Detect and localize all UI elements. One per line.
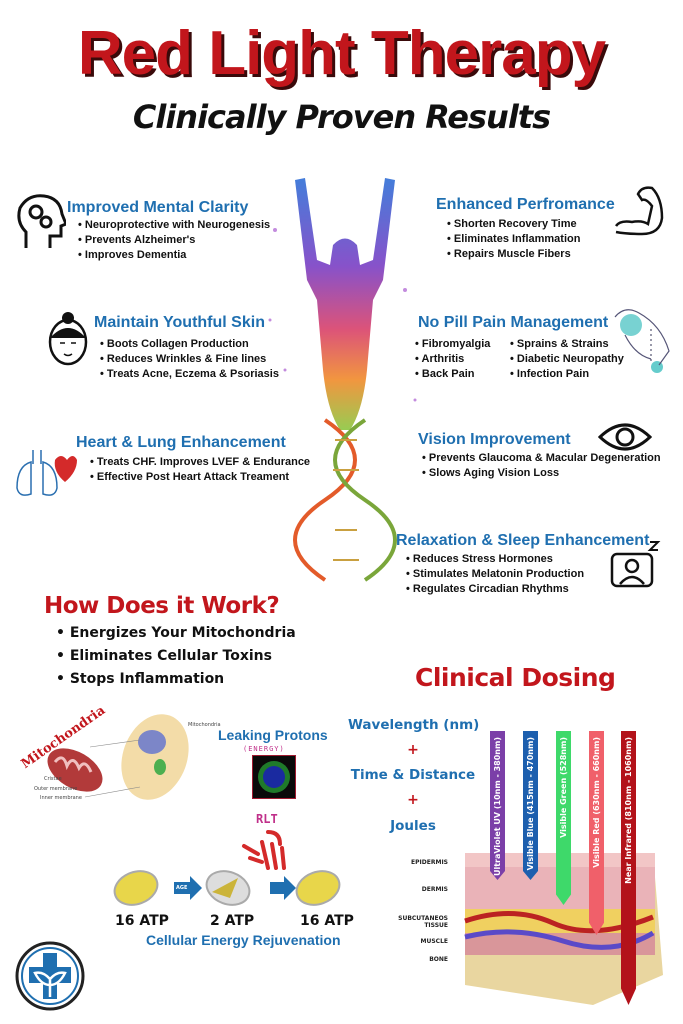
page-title: Red Light Therapy [77, 19, 606, 88]
how-list: Energizes Your MitochondriaEliminates Ce… [56, 622, 296, 691]
layer-epidermis: EPIDERMIS [411, 859, 448, 866]
light-rays-icon [242, 830, 286, 870]
head-gears-icon [17, 194, 66, 248]
cellular-energy-caption: Cellular Energy Rejuvenation [146, 932, 341, 948]
rlt-label: RLT [256, 812, 278, 826]
list-item: Reduces Wrinkles & Fine lines [100, 352, 279, 367]
list-item: Treats Acne, Eczema & Psoriasis [100, 367, 279, 382]
mental-clarity-list: Neuroprotective with NeurogenesisPrevent… [78, 218, 270, 263]
wavelength-label: Wavelength (nm) [348, 717, 480, 733]
list-item: Diabetic Neuropathy [510, 352, 624, 367]
healthy-mitochondrion-icon [113, 870, 159, 906]
eye-icon [598, 423, 652, 451]
wavelength-band: Visible Red (630nm - 660nm) [589, 731, 604, 935]
atp-after: 16 ATP [300, 913, 354, 929]
layer-dermis: DERMIS [421, 886, 448, 893]
plus-sign: + [407, 742, 419, 758]
age-arrow-icon [174, 876, 202, 900]
vision-heading: Vision Improvement [418, 431, 571, 448]
outer-membrane-label: Outer membrane [34, 786, 78, 792]
list-item: Stimulates Melatonin Production [406, 567, 584, 582]
youthful-skin-heading: Maintain Youthful Skin [94, 314, 265, 331]
list-item: Energizes Your Mitochondria [56, 622, 296, 645]
list-item: Back Pain [415, 367, 490, 382]
list-item: Eliminates Cellular Toxins [56, 645, 296, 668]
list-item: Effective Post Heart Attack Treament [90, 470, 310, 485]
cell-mitochondria-label: Mitochondria [188, 722, 221, 728]
youthful-skin-list: Boots Collagen ProductionReduces Wrinkle… [100, 337, 279, 382]
list-item: Reduces Stress Hormones [406, 552, 584, 567]
mitochondria-sequence [113, 870, 341, 906]
wavelength-band-label: Visible Red (630nm - 660nm) [592, 737, 601, 868]
layer-muscle: MUSCLE [420, 938, 449, 945]
atp-before: 16 ATP [115, 913, 169, 929]
cristae-label: Cristae [44, 776, 62, 782]
pain-list-col2: Sprains & StrainsDiabetic NeuropathyInfe… [510, 337, 624, 382]
list-item: Neuroprotective with Neurogenesis [78, 218, 270, 233]
wavelength-band: Visible Green (528nm) [556, 731, 571, 905]
list-item: Repairs Muscle Fibers [447, 247, 580, 262]
inner-membrane-label: Inner membrane [40, 795, 82, 801]
energy-label: (ENERGY) [243, 745, 285, 753]
vision-list: Prevents Glaucoma & Macular Degeneration… [422, 451, 661, 481]
clinic-logo [15, 941, 85, 1011]
sleep-heading: Relaxation & Sleep Enhancement [396, 532, 650, 549]
age-label: AGE [176, 885, 188, 891]
heart-lung-heading: Heart & Lung Enhancement [76, 434, 286, 451]
list-item: Prevents Glaucoma & Macular Degeneration [422, 451, 661, 466]
list-item: Prevents Alzheimer's [78, 233, 270, 248]
list-item: Infection Pain [510, 367, 624, 382]
pain-list-col1: FibromyalgiaArthritisBack Pain [415, 337, 491, 382]
wavelength-band-label: UltraViolet UV (10nm - 380nm) [493, 737, 502, 877]
wavelength-band-label: Visible Blue (415nm - 470nm) [526, 737, 535, 871]
wavelength-band: Near Infrared (810nm - 1060nm) [621, 731, 636, 1005]
how-heading: How Does it Work? [44, 593, 280, 619]
flexed-arm-icon [614, 186, 664, 236]
wavelength-band-label: Visible Green (528nm) [559, 737, 568, 838]
arrow-right-icon [270, 876, 296, 900]
wavelength-band-label: Near Infrared (810nm - 1060nm) [624, 737, 633, 884]
leaking-protons-label: Leaking Protons [218, 727, 328, 743]
layer-bone: BONE [429, 956, 448, 963]
list-item: Sprains & Strains [510, 337, 624, 352]
aged-mitochondrion-icon [205, 870, 251, 906]
performance-heading: Enhanced Perfromance [436, 196, 615, 213]
lungs-heart-icon [16, 450, 77, 496]
wavelength-band: UltraViolet UV (10nm - 380nm) [490, 731, 505, 880]
wavelength-band: Visible Blue (415nm - 470nm) [523, 731, 538, 880]
performance-list: Shorten Recovery TimeEliminates Inflamma… [447, 217, 581, 262]
mitochondria-cell-diagram [47, 714, 189, 800]
sleeping-person-icon [610, 541, 661, 588]
list-item: Stops Inflammation [56, 668, 296, 691]
clinical-dosing-heading: Clinical Dosing [415, 663, 616, 692]
list-item: Regulates Circadian Rhythms [406, 582, 584, 597]
joules-label: Joules [390, 818, 436, 834]
back-pain-icon [614, 309, 670, 373]
atp-aged: 2 ATP [210, 913, 255, 929]
restored-mitochondrion-icon [295, 870, 341, 906]
woman-face-icon [48, 312, 88, 366]
list-item: Fibromyalgia [415, 337, 490, 352]
list-item: Slows Aging Vision Loss [422, 466, 661, 481]
human-dna-figure [268, 178, 417, 582]
mental-clarity-heading: Improved Mental Clarity [67, 199, 249, 216]
layer-subcutaneous: SUBCUTANEOS TISSUE [398, 915, 448, 929]
heart-lung-list: Treats CHF. Improves LVEF & EnduranceEff… [90, 455, 310, 485]
list-item: Boots Collagen Production [100, 337, 279, 352]
page-subtitle: Clinically Proven Results [132, 98, 551, 136]
list-item: Treats CHF. Improves LVEF & Endurance [90, 455, 310, 470]
list-item: Eliminates Inflammation [447, 232, 581, 247]
pain-management-heading: No Pill Pain Management [418, 314, 609, 331]
sleep-list: Reduces Stress HormonesStimulates Melato… [406, 552, 584, 597]
plus-sign: + [407, 792, 419, 808]
time-distance-label: Time & Distance [350, 767, 476, 783]
list-item: Shorten Recovery Time [447, 217, 580, 232]
cell-microscopy-image [252, 755, 296, 799]
list-item: Arthritis [415, 352, 490, 367]
list-item: Improves Dementia [78, 248, 270, 263]
